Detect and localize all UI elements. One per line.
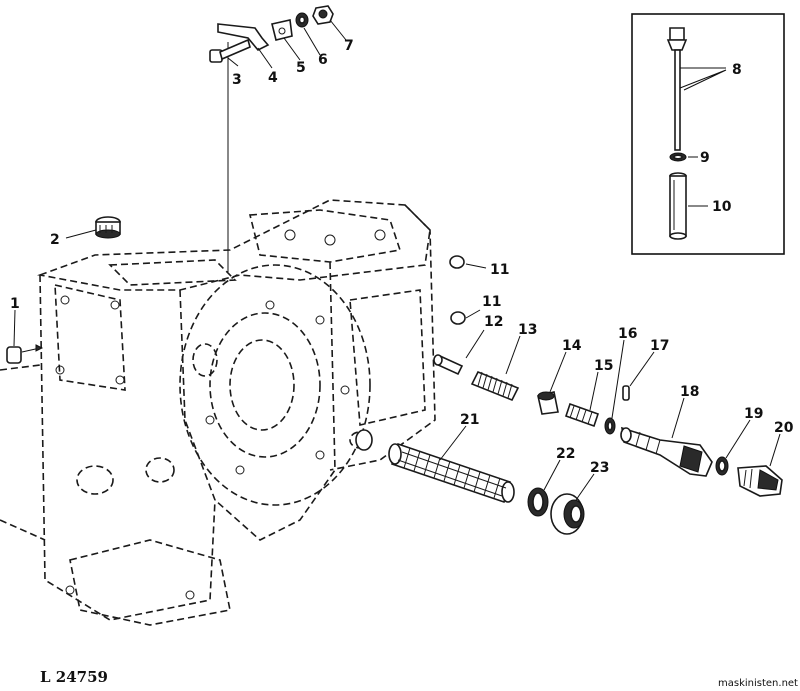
part-dipstick	[666, 27, 688, 151]
part-valve	[537, 391, 559, 415]
part-clip	[271, 19, 293, 41]
part-spring-small	[564, 402, 600, 428]
part-washer-16	[604, 417, 616, 435]
part-o-ring	[669, 152, 687, 162]
callout-9: 9	[700, 150, 710, 166]
inset-box	[631, 13, 785, 255]
callout-18: 18	[680, 384, 699, 400]
part-valve-housing	[620, 426, 713, 477]
callout-11-upper: 11	[490, 262, 509, 278]
part-dipstick-tube	[669, 172, 687, 240]
part-fitting	[737, 465, 783, 497]
part-spring	[470, 370, 520, 402]
callout-5: 5	[296, 60, 306, 76]
part-valve-pin	[433, 354, 464, 376]
part-plug-upper	[449, 255, 465, 269]
callout-13: 13	[518, 322, 537, 338]
callout-17: 17	[650, 338, 669, 354]
transmission-housing	[0, 42, 436, 626]
callout-14: 14	[562, 338, 582, 354]
callout-labels: 1 2 3 4 5 6 7 8 9 10 11 11 12 13 14 15 1…	[10, 38, 794, 476]
callout-19: 19	[744, 406, 763, 422]
callout-2: 2	[50, 232, 60, 248]
callout-7: 7	[344, 38, 354, 54]
part-plug-lower	[450, 311, 466, 325]
part-roll-pin	[622, 385, 630, 401]
callout-1: 1	[10, 296, 20, 312]
callout-16: 16	[618, 326, 637, 342]
callout-3: 3	[232, 72, 242, 88]
callout-8: 8	[732, 62, 742, 78]
part-filler-cap	[95, 216, 121, 239]
callout-11-lower: 11	[482, 294, 501, 310]
part-filter-screen	[388, 442, 515, 504]
callout-22: 22	[556, 446, 575, 462]
leader-lines	[13, 19, 781, 501]
callout-15: 15	[594, 358, 613, 374]
figure-number: L 24759	[40, 668, 108, 686]
callout-12: 12	[484, 314, 503, 330]
part-nut	[312, 5, 334, 25]
callout-23: 23	[590, 460, 609, 476]
part-o-ring-22	[527, 487, 549, 517]
part-bolt	[209, 38, 251, 63]
part-o-ring-19	[715, 456, 729, 476]
watermark: maskinisten.net	[718, 678, 798, 689]
part-plug	[6, 344, 44, 364]
part-washer	[295, 12, 309, 28]
part-filter-cap	[550, 493, 585, 535]
callout-21: 21	[460, 412, 479, 428]
callout-6: 6	[318, 52, 328, 68]
callout-20: 20	[774, 420, 794, 436]
callout-4: 4	[268, 70, 278, 86]
callout-10: 10	[712, 199, 732, 215]
part-bracket	[217, 23, 270, 51]
